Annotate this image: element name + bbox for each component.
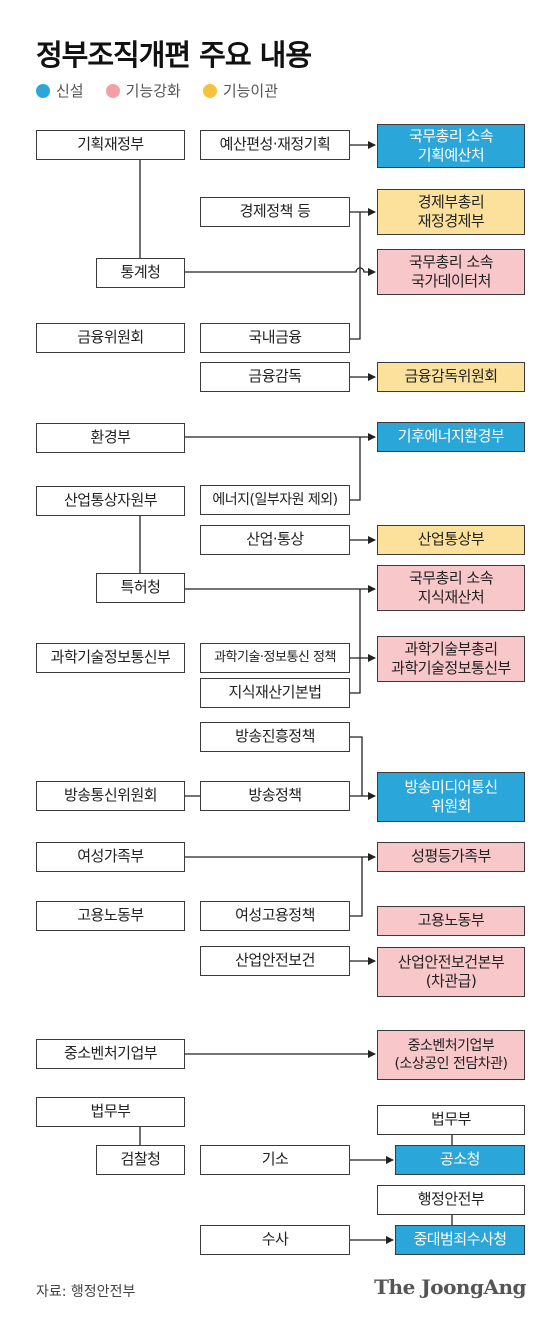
moved-trade-ministry: 산업통상부 xyxy=(377,525,525,555)
org-mss: 중소벤처기업부 xyxy=(36,1039,185,1069)
line-ip-law xyxy=(350,589,361,694)
page-title: 정부조직개편 주요 내용 xyxy=(36,38,312,72)
org-prosecution: 검찰청 xyxy=(96,1145,185,1175)
moved-fss-commission: 금융감독위원회 xyxy=(377,362,525,392)
org-kipo: 특허청 xyxy=(96,573,185,603)
func-ip-basic-law: 지식재산기본법 xyxy=(200,678,350,708)
legend-strengthen-label: 기능강화 xyxy=(125,82,181,100)
legend-strengthen: 기능강화 xyxy=(105,80,181,101)
strong-deputy-pm-sci: 과학기술부총리 과학기술정보통신부 xyxy=(377,636,525,682)
func-investigate: 수사 xyxy=(200,1225,350,1255)
new-budget-office: 국무총리 소속 기획예산처 xyxy=(377,124,525,168)
func-broadcast-promo: 방송진흥정책 xyxy=(200,722,350,752)
line-broadcast-promo xyxy=(350,736,363,796)
new-broadcast-media: 방송미디어통신 위원회 xyxy=(377,772,525,822)
org-statistics: 통계청 xyxy=(96,258,185,288)
strong-gender-equality: 성평등가족부 xyxy=(377,842,525,872)
org-env: 환경부 xyxy=(36,423,185,453)
strong-ip-office: 국무총리 소속 지식재산처 xyxy=(377,565,525,611)
org-fsc: 금융위원회 xyxy=(36,323,185,353)
func-sci-ict-policy: 과학기술·정보통신 정책 xyxy=(200,643,350,673)
legend-transfer: 기능이관 xyxy=(202,80,279,101)
legend-new: 신설 xyxy=(36,80,84,101)
line-women-employment xyxy=(350,857,363,917)
new-public-prosecution: 공소청 xyxy=(395,1145,525,1175)
org-kcc: 방송통신위원회 xyxy=(36,781,185,811)
new-serious-crime: 중대범죄수사청 xyxy=(395,1225,525,1255)
func-women-employment: 여성고용정책 xyxy=(200,901,350,931)
func-fin-supervision: 금융감독 xyxy=(200,362,350,392)
org-mois: 행정안전부 xyxy=(377,1185,525,1215)
org-moel: 고용노동부 xyxy=(36,901,185,931)
func-budget: 예산편성·재정기획 xyxy=(200,130,350,160)
legend-transfer-dot-icon xyxy=(202,83,217,98)
org-mogef: 여성가족부 xyxy=(36,842,185,872)
func-broadcast-policy: 방송정책 xyxy=(200,781,350,811)
publisher-logo: The JoongAng xyxy=(374,1275,526,1299)
strong-moel: 고용노동부 xyxy=(377,906,525,936)
source-note: 자료: 행정안전부 xyxy=(36,1284,136,1300)
arrow-statistics xyxy=(185,267,376,276)
strong-mss: 중소벤처기업부 (소상공인 전담차관) xyxy=(377,1030,525,1080)
line-energy xyxy=(350,437,361,501)
org-moj: 법무부 xyxy=(36,1097,185,1127)
func-industrial-safety: 산업안전보건 xyxy=(200,946,350,976)
strong-safety-hq: 산업안전보건본부 (차관급) xyxy=(377,947,525,997)
new-climate-energy: 기후에너지환경부 xyxy=(377,422,525,452)
func-industry-trade: 산업·통상 xyxy=(200,525,350,555)
legend: 신설 기능강화 기능이관 xyxy=(36,80,278,101)
legend-strengthen-dot-icon xyxy=(105,83,120,98)
org-motie: 산업통상자원부 xyxy=(36,486,185,516)
org-moj-right: 법무부 xyxy=(377,1105,525,1135)
org-mosf: 기획재정부 xyxy=(36,130,185,160)
moved-deputy-pm-econ: 경제부총리 재정경제부 xyxy=(377,189,525,235)
strong-data-office: 국무총리 소속 국가데이터처 xyxy=(377,249,525,295)
legend-new-dot-icon xyxy=(36,83,50,98)
org-msit: 과학기술정보통신부 xyxy=(36,643,185,673)
legend-new-label: 신설 xyxy=(56,82,84,100)
func-econ-policy: 경제정책 등 xyxy=(200,197,350,227)
line-domestic-finance xyxy=(350,212,361,340)
func-energy: 에너지(일부자원 제외) xyxy=(200,485,350,515)
func-prosecute: 기소 xyxy=(200,1145,350,1175)
func-domestic-finance: 국내금융 xyxy=(200,323,350,353)
legend-transfer-label: 기능이관 xyxy=(222,82,279,100)
